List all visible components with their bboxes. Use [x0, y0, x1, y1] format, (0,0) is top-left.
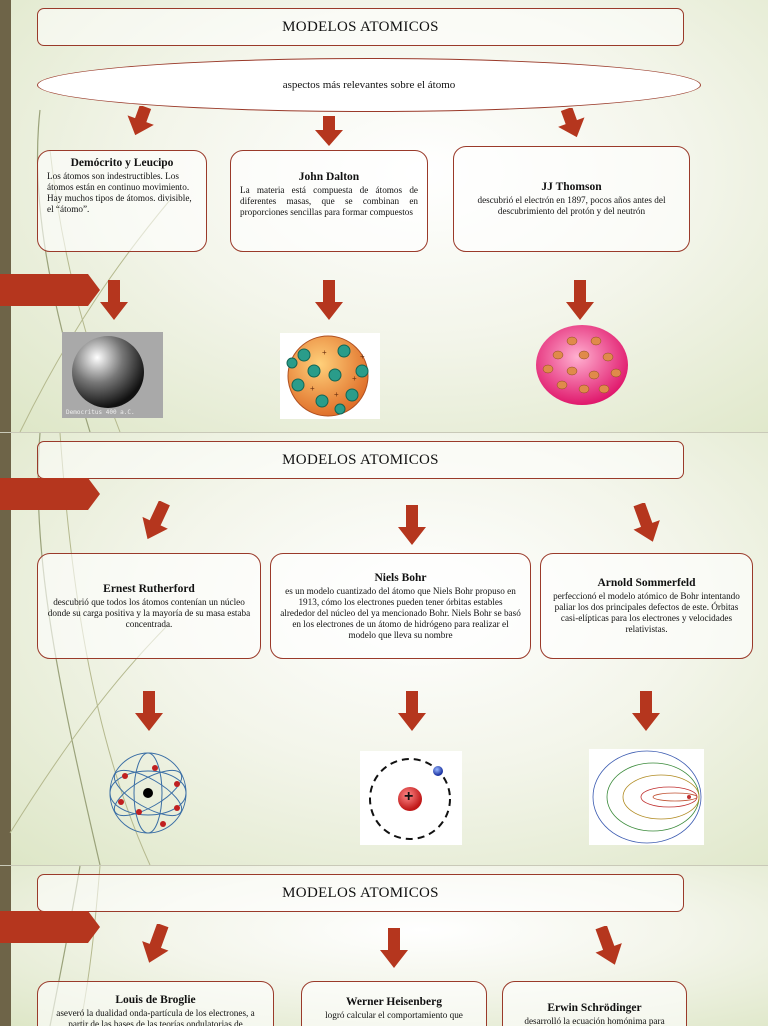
left-bar	[0, 433, 11, 865]
card-bohr: Niels Bohr es un modelo cuantizado del á…	[270, 553, 531, 659]
arrow-down-icon	[135, 691, 163, 731]
card-text: descubrió que todos los átomos contenían…	[47, 596, 251, 629]
arrow-down-icon	[595, 926, 622, 965]
card-name: Arnold Sommerfeld	[597, 577, 696, 589]
slide-1: MODELOS ATOMICOS aspectos más relevantes…	[0, 0, 768, 432]
card-de-broglie: Louis de Broglie aseveró la dualidad ond…	[37, 981, 274, 1026]
arrow-down-icon	[558, 108, 585, 138]
card-name: Louis de Broglie	[115, 994, 196, 1006]
card-name: Ernest Rutherford	[103, 582, 195, 595]
card-sommerfeld: Arnold Sommerfeld perfeccionó el modelo …	[540, 553, 753, 659]
card-democrito: Demócrito y Leucipo Los átomos son indes…	[37, 150, 207, 252]
svg-text:+: +	[334, 390, 339, 399]
card-name: JJ Thomson	[541, 181, 602, 193]
slide-title: MODELOS ATOMICOS	[37, 441, 684, 479]
card-schrodinger: Erwin Schrödinger desarrolló la ecuación…	[502, 981, 687, 1026]
arrow-down-icon	[315, 116, 343, 146]
svg-text:+: +	[352, 374, 357, 383]
card-rutherford: Ernest Rutherford descubrió que todos lo…	[37, 553, 261, 659]
rutherford-atom-image	[105, 748, 191, 838]
slide-title: MODELOS ATOMICOS	[37, 8, 684, 46]
slide-separator	[0, 432, 768, 433]
slide-2: MODELOS ATOMICOS Ernest Rutherford descu…	[0, 433, 768, 865]
arrow-down-icon	[632, 691, 660, 731]
card-text: desarrolló la ecuación homónima para	[524, 1016, 665, 1026]
thomson-atom-image	[534, 323, 630, 407]
card-name: John Dalton	[298, 171, 360, 183]
card-name: Niels Bohr	[374, 571, 427, 584]
card-text: es un modelo cuantizado del átomo que Ni…	[280, 585, 521, 640]
arrow-down-icon	[142, 924, 169, 963]
arrow-down-icon	[380, 928, 408, 968]
nucleus-plus-symbol: +	[404, 788, 414, 805]
red-tab	[0, 478, 100, 510]
card-text: descubrió el electrón en 1897, pocos año…	[477, 195, 666, 216]
arrow-down-icon	[142, 501, 170, 540]
svg-text:+: +	[360, 352, 365, 361]
card-text: aseveró la dualidad onda-partícula de lo…	[56, 1008, 255, 1026]
sommerfeld-atom-image	[589, 749, 704, 845]
card-name: Demócrito y Leucipo	[70, 157, 174, 169]
image-caption: Democritus 400 a.C.	[66, 409, 135, 416]
red-tab	[0, 911, 100, 943]
left-bar	[0, 866, 11, 1026]
card-text: Los átomos son indestructibles. Los átom…	[47, 171, 192, 214]
card-dalton: John Dalton La materia está compuesta de…	[230, 150, 428, 252]
arrow-down-icon	[398, 691, 426, 731]
arrow-down-icon	[315, 280, 343, 320]
arrow-down-icon	[633, 503, 660, 542]
card-thomson: JJ Thomson descubrió el electrón en 1897…	[453, 146, 690, 252]
subtitle-ellipse: aspectos más relevantes sobre el átomo	[37, 58, 701, 112]
dalton-atom-image: + + + + +	[280, 333, 380, 419]
bohr-atom-image: +	[360, 751, 462, 845]
left-bar	[0, 0, 11, 432]
card-heisenberg: Werner Heisenberg logró calcular el comp…	[301, 981, 487, 1026]
slide-separator	[0, 865, 768, 866]
svg-text:+: +	[322, 348, 327, 357]
card-text: logró calcular el comportamiento que	[325, 1010, 463, 1020]
card-text: La materia está compuesta de átomos de d…	[240, 185, 418, 217]
card-text: perfeccionó el modelo atómico de Bohr in…	[553, 591, 740, 634]
democritus-atom-image: Democritus 400 a.C.	[62, 332, 163, 418]
card-name: Erwin Schrödinger	[547, 1002, 642, 1014]
svg-text:+: +	[310, 384, 315, 393]
arrow-down-icon	[398, 505, 426, 545]
red-tab	[0, 274, 100, 306]
slide-title: MODELOS ATOMICOS	[37, 874, 684, 912]
arrow-down-icon	[127, 106, 154, 136]
arrow-down-icon	[566, 280, 594, 320]
arrow-down-icon	[100, 280, 128, 320]
slide-3: MODELOS ATOMICOS Louis de Broglie asever…	[0, 866, 768, 1026]
card-name: Werner Heisenberg	[346, 996, 442, 1008]
